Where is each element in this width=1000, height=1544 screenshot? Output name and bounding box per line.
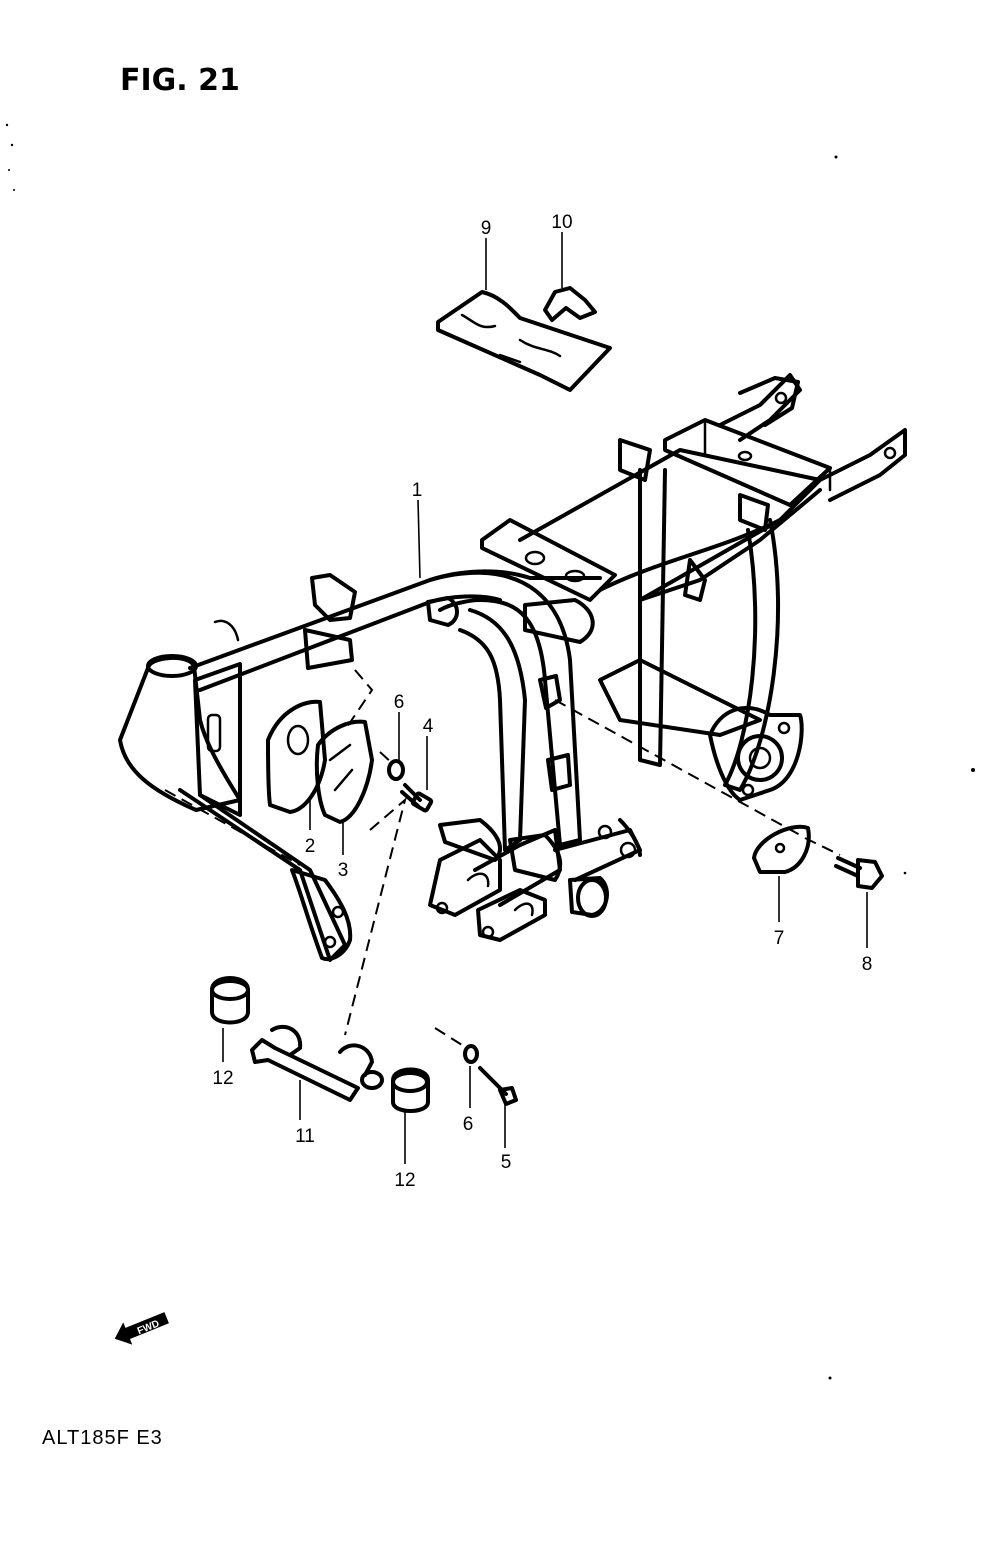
part-10-clip — [543, 286, 597, 322]
part-4-bolt — [400, 783, 434, 813]
part-8-bolt — [834, 856, 884, 890]
callout-3: 3 — [338, 860, 349, 881]
callout-7: 7 — [774, 928, 785, 949]
part-1-main-frame — [118, 373, 907, 962]
callout-1: 1 — [412, 480, 423, 501]
fwd-label: FWD — [136, 1318, 161, 1337]
model-code: ALT185F E3 — [42, 1427, 163, 1449]
part-2-bracket — [266, 699, 327, 814]
callout-11: 11 — [295, 1126, 315, 1147]
part-9-fender-cover — [436, 290, 612, 392]
part-5-bolt — [478, 1066, 518, 1106]
callouts: 1 2 3 4 5 6 6 7 8 9 10 11 12 12 — [212, 212, 872, 1191]
callout-9: 9 — [481, 218, 492, 239]
figure-title: FIG. 21 — [120, 63, 240, 98]
scan-specks — [5, 123, 975, 1380]
callout-6-lower: 6 — [463, 1114, 474, 1135]
leader-lines — [222, 232, 868, 1164]
callout-8: 8 — [862, 954, 873, 975]
callout-4: 4 — [423, 716, 434, 737]
part-11-shaft — [250, 1024, 384, 1102]
part-3-bracket — [314, 719, 374, 824]
reference-lines — [164, 669, 841, 1046]
callout-12-left: 12 — [212, 1068, 233, 1089]
callout-12-right: 12 — [394, 1170, 415, 1191]
part-12-cap-right — [391, 1067, 430, 1113]
part-6-washer-upper — [387, 759, 405, 781]
callout-6-upper: 6 — [394, 692, 405, 713]
part-12-cap-left — [210, 976, 250, 1025]
part-6-washer-lower — [463, 1044, 479, 1064]
part-7-plate — [752, 824, 811, 874]
callout-5: 5 — [501, 1152, 512, 1173]
callout-10: 10 — [551, 212, 572, 233]
fwd-arrow-icon: FWD — [114, 1312, 169, 1345]
callout-2: 2 — [305, 836, 316, 857]
